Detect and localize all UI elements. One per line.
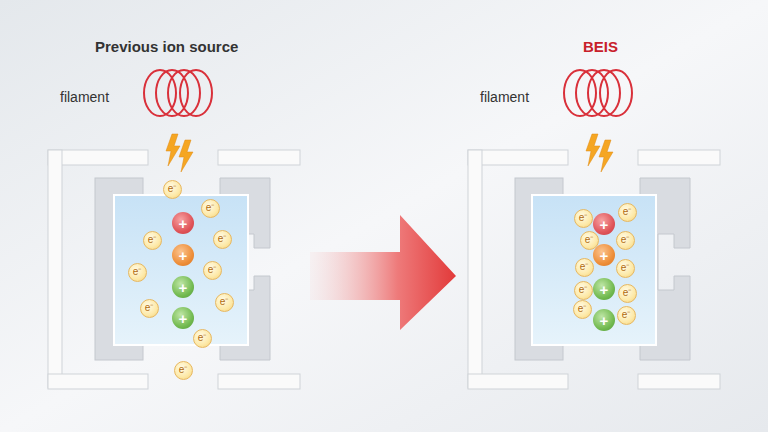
electron-label: e⁻ xyxy=(179,365,188,375)
electron-label: e⁻ xyxy=(220,297,229,307)
electron-circle: e⁻ xyxy=(574,209,593,228)
electron-circle: e⁻ xyxy=(616,231,635,250)
ion-label: + xyxy=(600,217,609,232)
electron-label: e⁻ xyxy=(585,235,594,245)
electron-label: e⁻ xyxy=(148,235,157,245)
electron-label: e⁻ xyxy=(578,304,587,314)
electron-circle: e⁻ xyxy=(616,259,635,278)
ion-label: + xyxy=(600,282,609,297)
electron-label: e⁻ xyxy=(579,285,588,295)
electron-circle: e⁻ xyxy=(174,361,193,380)
ion-label: + xyxy=(600,313,609,328)
electron-circle: e⁻ xyxy=(215,293,234,312)
ion-label: + xyxy=(179,248,188,263)
electron-circle: e⁻ xyxy=(140,299,159,318)
ion-circle: + xyxy=(593,244,615,266)
electron-circle: e⁻ xyxy=(213,230,232,249)
electron-label: e⁻ xyxy=(198,333,207,343)
filament-label: filament xyxy=(60,89,109,105)
electron-circle: e⁻ xyxy=(163,180,182,199)
electron-label: e⁻ xyxy=(623,288,632,298)
ion-label: + xyxy=(179,280,188,295)
electron-label: e⁻ xyxy=(218,234,227,244)
ion-circle: + xyxy=(172,276,194,298)
electron-label: e⁻ xyxy=(580,262,589,272)
ion-circle: + xyxy=(593,213,615,235)
electron-circle: e⁻ xyxy=(618,203,637,222)
title-label: Previous ion source xyxy=(95,38,238,55)
electron-label: e⁻ xyxy=(623,207,632,217)
electron-circle: e⁻ xyxy=(143,231,162,250)
filament-label: filament xyxy=(480,89,529,105)
electron-label: e⁻ xyxy=(145,303,154,313)
electron-label: e⁻ xyxy=(206,203,215,213)
title-label: BEIS xyxy=(583,38,618,55)
ion-label: + xyxy=(600,248,609,263)
ion-circle: + xyxy=(593,278,615,300)
electron-label: e⁻ xyxy=(133,267,142,277)
electron-circle: e⁻ xyxy=(128,263,147,282)
ion-label: + xyxy=(179,216,188,231)
electron-label: e⁻ xyxy=(621,235,630,245)
electron-circle: e⁻ xyxy=(203,261,222,280)
electron-label: e⁻ xyxy=(168,184,177,194)
electron-circle: e⁻ xyxy=(201,199,220,218)
electron-label: e⁻ xyxy=(579,213,588,223)
electron-circle: e⁻ xyxy=(574,281,593,300)
electron-circle: e⁻ xyxy=(573,300,592,319)
electron-label: e⁻ xyxy=(622,310,631,320)
electron-label: e⁻ xyxy=(621,263,630,273)
electron-circle: e⁻ xyxy=(618,284,637,303)
ion-circle: + xyxy=(593,309,615,331)
ion-circle: + xyxy=(172,212,194,234)
ion-circle: + xyxy=(172,244,194,266)
electron-circle: e⁻ xyxy=(193,329,212,348)
ion-label: + xyxy=(179,311,188,326)
ion-circle: + xyxy=(172,307,194,329)
electron-circle: e⁻ xyxy=(575,258,594,277)
electron-circle: e⁻ xyxy=(617,306,636,325)
electron-label: e⁻ xyxy=(208,265,217,275)
